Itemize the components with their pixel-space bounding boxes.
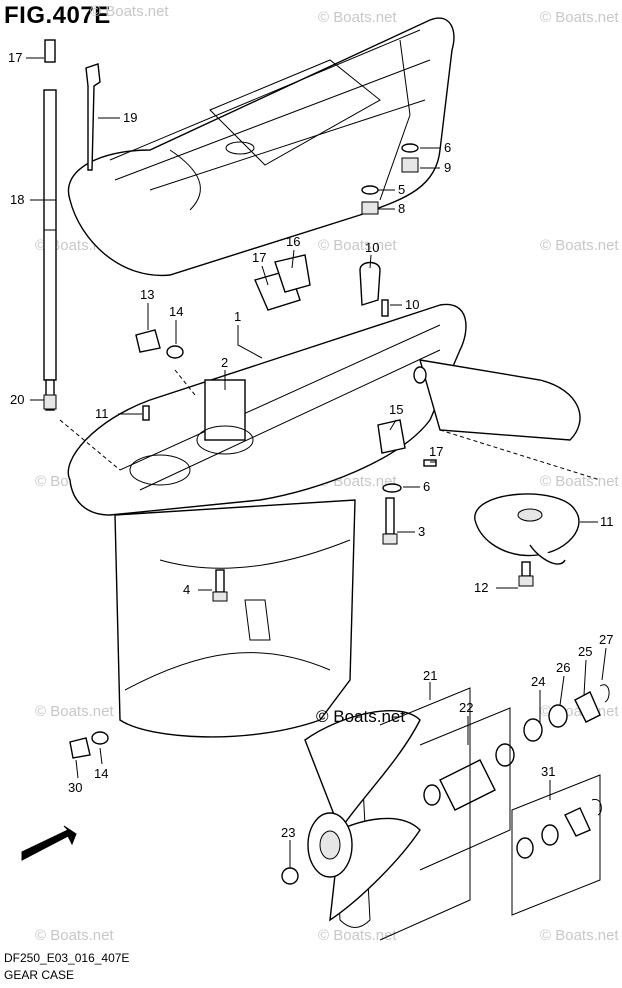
leader-lines [26, 57, 607, 868]
callout-21: 20 [10, 392, 24, 407]
callout-2: 2 [221, 355, 228, 370]
callout-7: 8 [398, 201, 405, 216]
watermark: © Boats.net [318, 927, 397, 944]
callout-30: 30 [68, 780, 82, 795]
callout-10b: 11 [95, 406, 109, 421]
clip-parts [254, 254, 389, 317]
callout-11: 11 [600, 514, 614, 529]
trim-tab-part [474, 493, 580, 587]
callout-26: 24 [531, 674, 545, 689]
callout-31: 31 [541, 764, 555, 779]
callout-4: 4 [183, 582, 190, 597]
watermark: © Boats.net [90, 3, 169, 20]
callout-16: 17 [429, 444, 443, 459]
callout-18: 16 [286, 234, 300, 249]
watermark: © Boats.net [318, 9, 397, 26]
bolt-part [212, 569, 228, 602]
watermark: © Boats.net [540, 927, 619, 944]
callout-28: 26 [556, 660, 570, 675]
plug-and-gasket [135, 329, 184, 359]
callout-group: 17 19 18 20 6 9 5 8 17 16 10 10 13 14 1 … [8, 50, 614, 840]
callout-14b: 14 [94, 766, 108, 781]
cable-tie-part [85, 63, 101, 171]
upper-cover-part [67, 17, 455, 277]
watermark: © Boats.net [35, 927, 114, 944]
assembly-brackets [379, 687, 601, 941]
watermark-prominent: © Boats.net [316, 707, 405, 726]
figure-title: FIG.407E [4, 2, 111, 29]
callout-27: 25 [578, 644, 592, 659]
forward-arrow-icon: FWD [21, 825, 77, 867]
watermark: © Boats.net [540, 473, 619, 490]
callout-23: 21 [423, 668, 437, 683]
watermark: © Boats.net [35, 703, 114, 720]
callout-10: 10 [405, 297, 419, 312]
dowel-pin-part [142, 405, 150, 421]
callout-13: 13 [140, 287, 154, 302]
callout-6b: 6 [423, 479, 430, 494]
watermark: © Boats.net [540, 237, 619, 254]
drain-plug-parts [69, 731, 109, 759]
callout-22: 19 [123, 110, 137, 125]
callout-1: 1 [234, 309, 241, 324]
callout-19: 17 [8, 50, 22, 65]
callout-15: 15 [389, 402, 403, 417]
callout-8: 9 [444, 160, 451, 175]
callout-14: 14 [169, 304, 183, 319]
bracket-bolt-parts [377, 419, 437, 545]
figure-code: DF250_E03_016_407E [4, 951, 130, 965]
callout-24: 22 [459, 700, 473, 715]
watermark: © Boats.net [318, 237, 397, 254]
callout-12: 12 [474, 580, 488, 595]
callout-17: 17 [252, 250, 266, 265]
callout-3: 3 [418, 524, 425, 539]
callout-29: 27 [599, 632, 613, 647]
callout-5: 5 [398, 182, 405, 197]
gear-case-housing [67, 303, 581, 928]
washer-nut-stack [361, 143, 419, 215]
callout-9: 10 [365, 240, 379, 255]
callout-6: 6 [444, 140, 451, 155]
drive-shaft-part [43, 39, 57, 411]
callout-20: 18 [10, 192, 24, 207]
watermark: © Boats.net [540, 9, 619, 26]
callout-25: 23 [281, 825, 295, 840]
figure-caption: GEAR CASE [4, 968, 75, 982]
